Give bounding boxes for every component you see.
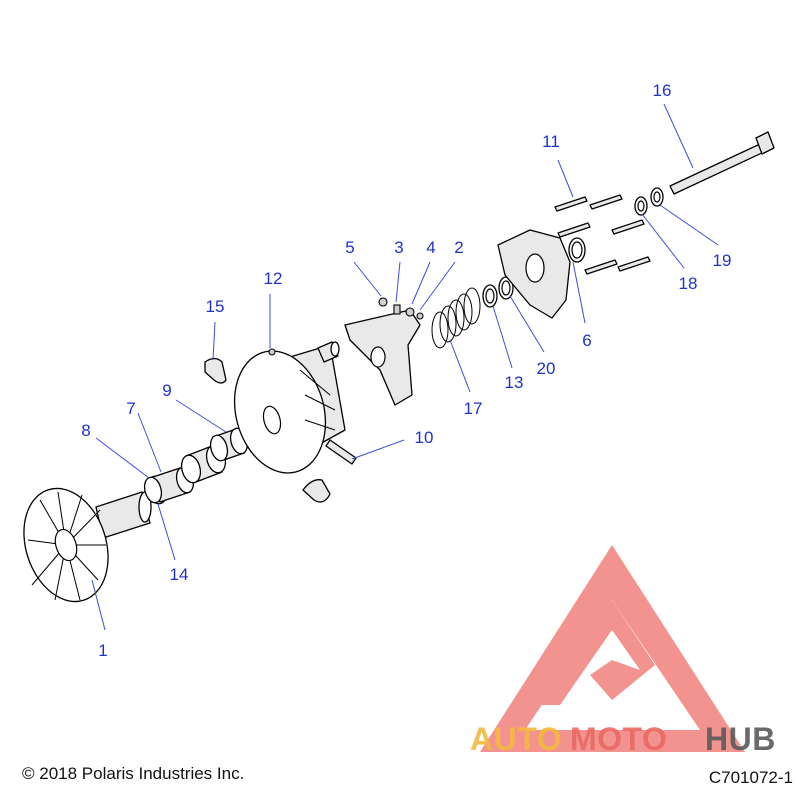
part-12-movable-sheave — [233, 344, 346, 474]
callout-1: 1 — [98, 641, 107, 660]
part-1-fixed-sheave-fan — [23, 487, 152, 603]
part-11-bolts — [554, 194, 651, 275]
callout-11: 11 — [542, 132, 560, 151]
part-13-ring — [482, 284, 498, 308]
diagram-code: C701072-1 — [709, 768, 793, 787]
clutch-cover — [497, 229, 586, 319]
callout-13: 13 — [505, 373, 524, 392]
automotohub-watermark-logo — [480, 545, 745, 752]
automotohub-watermark-text: AUTO MOTO HUB — [470, 721, 776, 757]
part-8-spacer — [143, 466, 195, 504]
watermark-moto: MOTO — [570, 721, 667, 757]
callout-15: 15 — [206, 297, 225, 316]
callout-17: 17 — [464, 399, 483, 418]
spider-assembly — [344, 297, 424, 406]
callout-19: 19 — [713, 251, 732, 270]
watermark-auto: AUTO — [470, 721, 562, 757]
callout-18: 18 — [679, 274, 698, 293]
callout-2: 2 — [454, 238, 463, 257]
callout-8: 8 — [81, 421, 90, 440]
lower-flyweight — [302, 479, 331, 503]
callout-10: 10 — [415, 428, 434, 447]
callout-3: 3 — [394, 238, 403, 257]
roller — [317, 341, 340, 363]
leader-lines — [91, 103, 719, 631]
callout-12: 12 — [264, 269, 283, 288]
part-20-ring — [498, 276, 514, 300]
copyright-notice: © 2018 Polaris Industries Inc. — [22, 764, 244, 783]
watermark-hub: HUB — [705, 721, 776, 757]
callout-7: 7 — [126, 399, 135, 418]
part-10-pin — [325, 439, 357, 465]
callout-labels: 1 2 3 4 5 6 7 8 9 10 11 12 13 14 15 16 1… — [81, 81, 731, 660]
part-18-washer — [634, 196, 648, 216]
callout-20: 20 — [537, 359, 556, 378]
part-15-flyweight — [204, 357, 227, 384]
part-17-spring — [431, 287, 481, 349]
part-19-washer — [650, 187, 664, 207]
callout-4: 4 — [426, 238, 435, 257]
part-16-long-bolt — [669, 131, 775, 195]
callout-9: 9 — [162, 381, 171, 400]
callout-6: 6 — [582, 331, 591, 350]
callout-16: 16 — [653, 81, 672, 100]
callout-14: 14 — [170, 565, 189, 584]
callout-5: 5 — [345, 238, 354, 257]
